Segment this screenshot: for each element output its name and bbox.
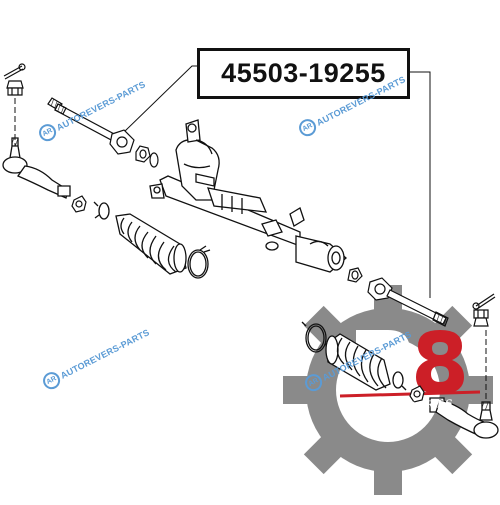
cotter-pin-left: [3, 63, 26, 80]
tie-rod-end-left: [2, 137, 71, 199]
lock-nut-left: [71, 195, 87, 213]
inner-tie-rod-left: [47, 97, 135, 155]
ring-clamp-right: [301, 321, 327, 353]
boot-clamp-right: [392, 371, 407, 391]
jam-nut-right: [347, 267, 363, 283]
washer-left: [149, 152, 159, 168]
rack-boot-right: [325, 333, 391, 391]
rack-boot-left: [115, 213, 187, 275]
boot-clamp-left: [93, 201, 110, 220]
jam-nut-left: [135, 145, 151, 163]
leader-lines: [123, 65, 431, 298]
steering-rack-housing: [149, 119, 347, 273]
part-number-box: 45503-19255: [197, 48, 410, 99]
cotter-pin-right: [472, 293, 496, 310]
leader-right: [410, 71, 431, 298]
leader-left: [123, 65, 197, 133]
ring-clamp-left: [187, 245, 211, 279]
lock-nut-right: [409, 385, 425, 403]
castle-nut-right: [473, 309, 489, 327]
tie-rod-end-right: [429, 397, 499, 439]
inner-tie-rod-right: [367, 277, 449, 327]
part-number: 45503-19255: [221, 58, 386, 88]
castle-nut-left: [6, 80, 24, 96]
